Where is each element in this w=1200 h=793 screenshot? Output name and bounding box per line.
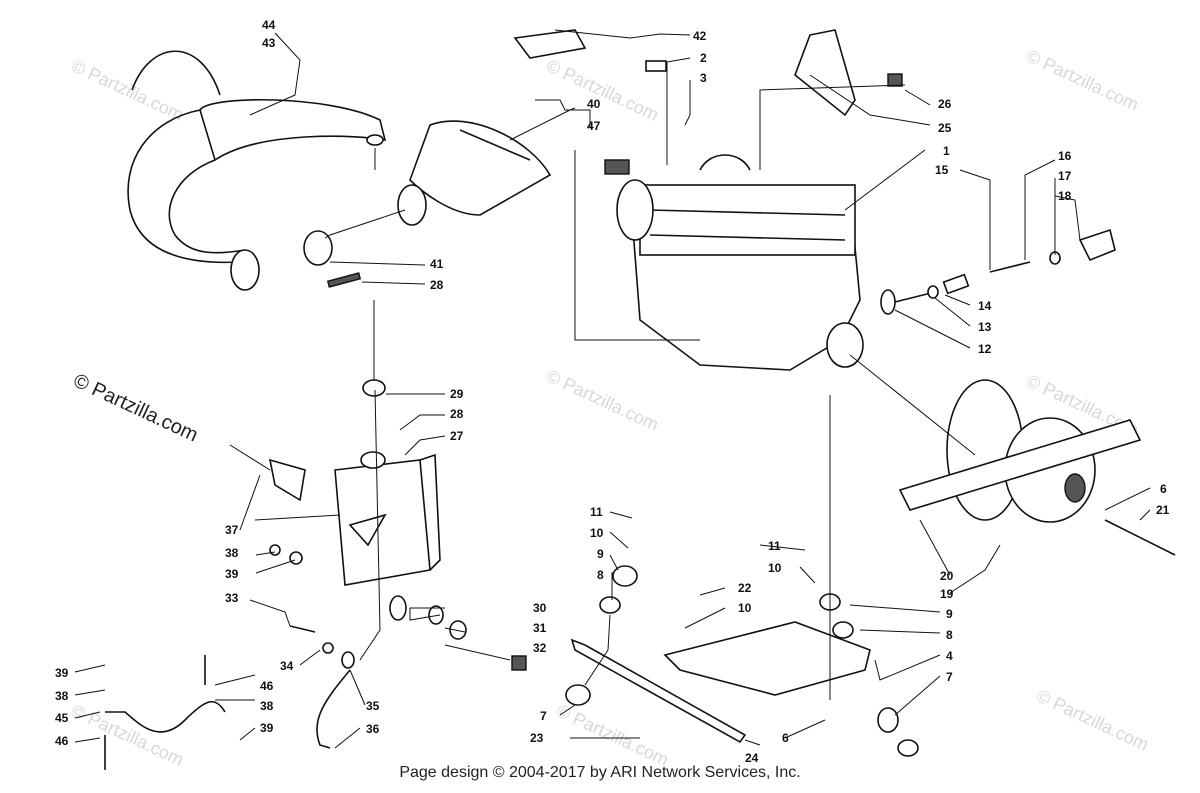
exhaust-support [105, 700, 226, 733]
callout-6: 6 [1160, 482, 1167, 496]
callout-8: 8 [946, 628, 953, 642]
callout-33: 33 [225, 591, 239, 605]
callout-12: 12 [978, 342, 992, 356]
callout-39: 39 [225, 567, 239, 581]
callout-38: 38 [225, 546, 239, 560]
callout-20: 20 [940, 569, 954, 583]
page-footer: Page design © 2004-2017 by ARI Network S… [399, 764, 801, 781]
callout-40: 40 [587, 97, 601, 111]
callout-38: 38 [55, 689, 69, 703]
watermark: © Partzilla.com [68, 55, 186, 124]
callout-7: 7 [540, 709, 547, 723]
mount-rail [570, 638, 747, 744]
left-hardware [269, 544, 527, 749]
callout-8: 8 [597, 568, 604, 582]
callout-24: 24 [745, 751, 759, 765]
callout-3: 3 [700, 71, 707, 85]
callout-31: 31 [533, 621, 547, 635]
oil-tank [334, 379, 441, 621]
callout-9: 9 [597, 547, 604, 561]
watermark: © Partzilla.com [68, 700, 186, 769]
small-block [887, 73, 903, 87]
callout-4: 4 [946, 649, 953, 663]
callout-18: 18 [1058, 189, 1072, 203]
callout-44: 44 [262, 18, 276, 32]
watermark: © Partzilla.com [543, 365, 661, 434]
y-manifold [397, 120, 552, 226]
clutch [898, 379, 1142, 523]
callout-34: 34 [280, 659, 294, 673]
callout-25: 25 [938, 121, 952, 135]
callout-11: 11 [768, 539, 781, 553]
callout-28: 28 [430, 278, 444, 292]
callout-39: 39 [260, 721, 274, 735]
engine [616, 154, 864, 371]
brand-mark: © Partzilla.com [70, 370, 201, 447]
spring [326, 272, 362, 288]
leader-lines [74, 29, 1151, 749]
callout-46: 46 [260, 679, 274, 693]
callout-22: 22 [738, 581, 752, 595]
watermark: © Partzilla.com [1023, 45, 1141, 114]
callout-32: 32 [533, 641, 547, 655]
exhaust-pipe [127, 50, 387, 291]
mount-hardware [880, 228, 1116, 315]
callout-41: 41 [430, 257, 444, 271]
callout-29: 29 [450, 387, 464, 401]
callout-10: 10 [768, 561, 782, 575]
callouts: 44 43 42 2 3 40 47 26 25 1 15 16 17 18 1… [55, 18, 1170, 765]
callout-37: 37 [225, 523, 239, 537]
callout-39: 39 [55, 666, 69, 680]
callout-11: 11 [590, 505, 603, 519]
callout-28: 28 [450, 407, 464, 421]
decal [513, 29, 587, 59]
callout-46: 46 [55, 734, 69, 748]
callout-14: 14 [978, 299, 992, 313]
callout-21: 21 [1156, 503, 1170, 517]
callout-26: 26 [938, 97, 952, 111]
callout-15: 15 [935, 163, 949, 177]
callout-13: 13 [978, 320, 992, 334]
bolt [1104, 519, 1176, 556]
callout-7: 7 [946, 670, 953, 684]
callout-23: 23 [530, 731, 544, 745]
callout-16: 16 [1058, 149, 1072, 163]
callout-27: 27 [450, 429, 464, 443]
callout-35: 35 [366, 699, 380, 713]
callout-47: 47 [587, 119, 601, 133]
oil-tank-bracket [268, 458, 306, 502]
callout-30: 30 [533, 601, 547, 615]
callout-36: 36 [366, 722, 380, 736]
rubber-mounts [565, 565, 919, 757]
callout-45: 45 [55, 711, 69, 725]
engine-plate [663, 621, 871, 696]
watermark: © Partzilla.com [1033, 685, 1151, 754]
callout-10: 10 [590, 526, 604, 540]
callout-6: 6 [782, 731, 789, 745]
clip [604, 159, 630, 175]
watermark: © Partzilla.com [553, 700, 671, 769]
callout-19: 19 [940, 587, 954, 601]
callout-42: 42 [693, 29, 707, 43]
label-plate [645, 60, 667, 72]
recoil-housing [794, 29, 856, 117]
callout-38: 38 [260, 699, 274, 713]
callout-10: 10 [738, 601, 752, 615]
callout-17: 17 [1058, 169, 1072, 183]
callout-1: 1 [943, 144, 950, 158]
callout-43: 43 [262, 36, 276, 50]
callout-9: 9 [946, 607, 953, 621]
callout-2: 2 [700, 51, 707, 65]
coupler [303, 230, 333, 266]
